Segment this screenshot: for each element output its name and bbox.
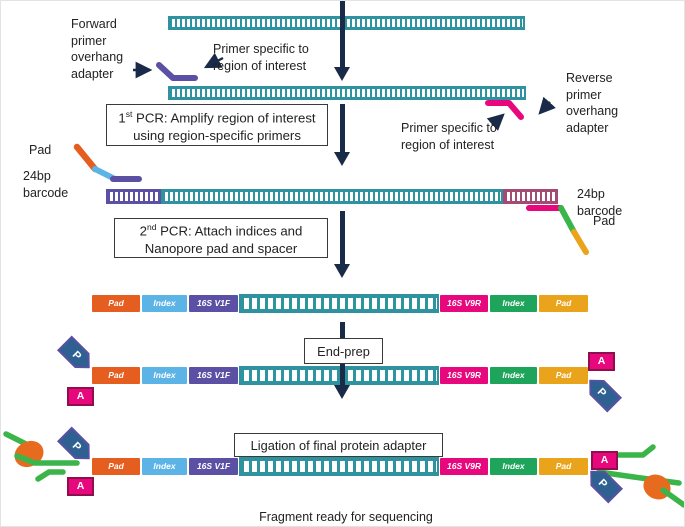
amplicon-bar-final: Pad Index 16S V1F 16S V9R Index Pad: [91, 457, 589, 476]
segment-index-left: Index: [141, 294, 188, 313]
pad-barcode-adapter-left-icon: [73, 143, 142, 182]
dna-ladder: [239, 366, 439, 385]
dna-ladder: [239, 457, 439, 476]
amplicon-bar-endprep: Pad Index 16S V1F 16S V9R Index Pad: [91, 366, 589, 385]
annotation-arrow-reverse-adapter: [538, 96, 556, 115]
segment-index-left: Index: [141, 366, 188, 385]
adenine-tag-icon: A: [588, 352, 615, 371]
reverse-adapter-label: Reverse primer overhang adapter: [566, 71, 619, 135]
segment-index-right: Index: [489, 294, 538, 313]
segment-16s-v9r: 16S V9R: [439, 294, 489, 313]
adenine-tag-icon: A: [67, 387, 94, 406]
final-caption: Fragment ready for sequencing: [259, 510, 433, 524]
primer-specific-left-label: Primer specific to region of interest: [213, 42, 309, 73]
barcode-label-right: 24bp barcode: [577, 187, 623, 218]
adenine-tag-icon: A: [67, 477, 94, 496]
segment-16s-v1f: 16S V1F: [188, 457, 239, 476]
segment-16s-v9r: 16S V9R: [439, 457, 489, 476]
segment-pad-right: Pad: [538, 457, 589, 476]
segment-16s-v1f: 16S V1F: [188, 366, 239, 385]
flow-arrow-line-3: [340, 211, 345, 265]
pad-label-right: Pad: [593, 214, 616, 228]
segment-pad-left: Pad: [91, 457, 141, 476]
flow-arrow-line-2: [340, 104, 345, 153]
segment-16s-v9r: 16S V9R: [439, 366, 489, 385]
flow-arrowhead-icon: [334, 67, 350, 81]
adenine-tag-icon: A: [591, 451, 618, 470]
forward-adapter-label: Forward primer overhang adapter: [71, 17, 124, 81]
barcode-ladder-left: [106, 189, 161, 204]
segment-pad-left: Pad: [91, 366, 141, 385]
primer-specific-right-label: Primer specific to region of interest: [401, 121, 497, 152]
pad-label-top-left: Pad: [29, 143, 52, 157]
forward-primer-icon: [156, 62, 198, 81]
segment-pad-left: Pad: [91, 294, 141, 313]
step-box-endprep: End-prep: [304, 338, 383, 364]
dna-strand-second: [168, 86, 526, 100]
segment-pad-right: Pad: [538, 366, 589, 385]
flow-arrowhead-icon: [334, 264, 350, 278]
barcode-ladder-right: [503, 189, 558, 204]
dna-strand-top: [168, 16, 525, 30]
flow-arrow-line-1: [340, 1, 345, 68]
segment-index-left: Index: [141, 457, 188, 476]
flow-arrowhead-icon: [334, 152, 350, 166]
step-box-pcr1: 1st PCR: Amplify region of interest usin…: [106, 104, 328, 146]
segment-16s-v1f: 16S V1F: [188, 294, 239, 313]
barcode-label-left: 24bp barcode: [23, 169, 69, 200]
amplicon-bar-pcr2: Pad Index 16S V1F 16S V9R Index Pad: [91, 294, 589, 313]
step-box-pcr2: 2nd PCR: Attach indices and Nanopore pad…: [114, 218, 328, 258]
segment-index-right: Index: [489, 457, 538, 476]
reverse-primer-icon: [485, 100, 524, 120]
dna-ladder: [239, 294, 439, 313]
segment-index-right: Index: [489, 366, 538, 385]
step-box-ligation: Ligation of final protein adapter: [234, 433, 443, 457]
dna-strand-pcr2: [161, 189, 503, 204]
flow-arrowhead-icon: [334, 385, 350, 399]
segment-pad-right: Pad: [538, 294, 589, 313]
